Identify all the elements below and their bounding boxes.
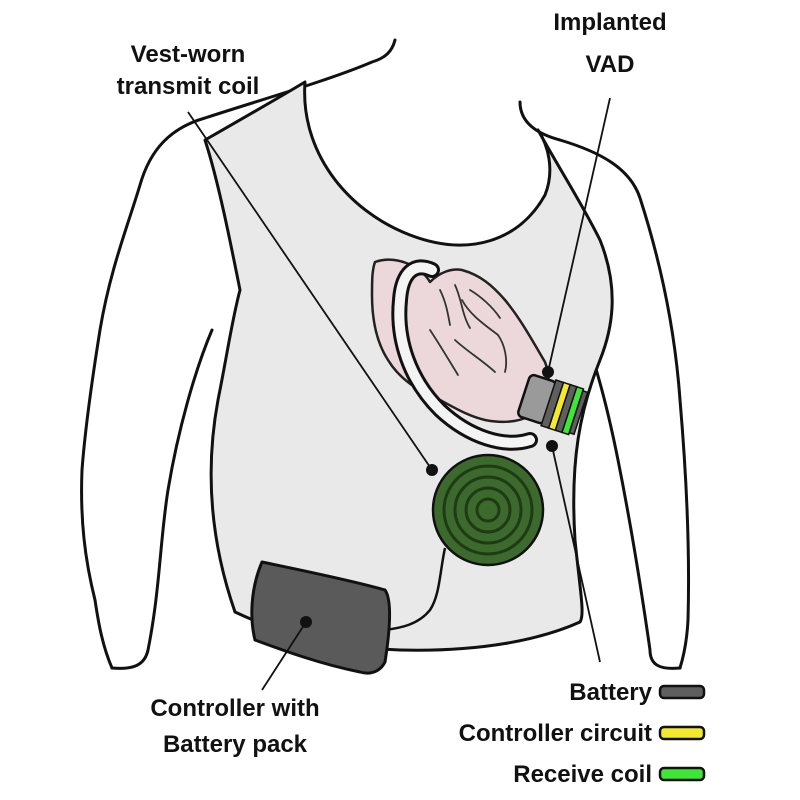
transmit-coil-label-line2: transmit coil bbox=[117, 73, 260, 100]
vad-device bbox=[517, 373, 589, 436]
pointer-lines bbox=[187, 97, 611, 691]
transmit-coil-label-line1: Vest-worn bbox=[131, 41, 246, 68]
legend-label-receive-coil: Receive coil bbox=[513, 761, 652, 788]
pointer-dots bbox=[300, 366, 558, 628]
transmit-coil bbox=[431, 453, 545, 567]
legend-label-controller-circuit: Controller circuit bbox=[459, 720, 652, 747]
controller-pack bbox=[250, 560, 392, 675]
legend-item-battery: Battery bbox=[569, 679, 706, 706]
legend-swatch-receive-coil bbox=[658, 766, 706, 782]
legend-swatch-battery bbox=[658, 684, 706, 700]
legend-label-battery: Battery bbox=[569, 679, 652, 706]
vad-label-line1: Implanted bbox=[553, 9, 666, 36]
legend: Battery Controller circuit Receive coil bbox=[459, 679, 706, 788]
controller-label-line1: Controller with bbox=[150, 695, 319, 722]
legend-swatch-controller-circuit bbox=[658, 725, 706, 741]
vad-label-line2: VAD bbox=[586, 51, 635, 78]
legend-item-receive-coil: Receive coil bbox=[513, 761, 706, 788]
coil-cable bbox=[384, 547, 447, 632]
torso-outline bbox=[80, 38, 691, 670]
outflow-graft bbox=[391, 259, 538, 451]
legend-item-controller-circuit: Controller circuit bbox=[459, 720, 706, 747]
controller-label-line2: Battery pack bbox=[163, 731, 308, 758]
